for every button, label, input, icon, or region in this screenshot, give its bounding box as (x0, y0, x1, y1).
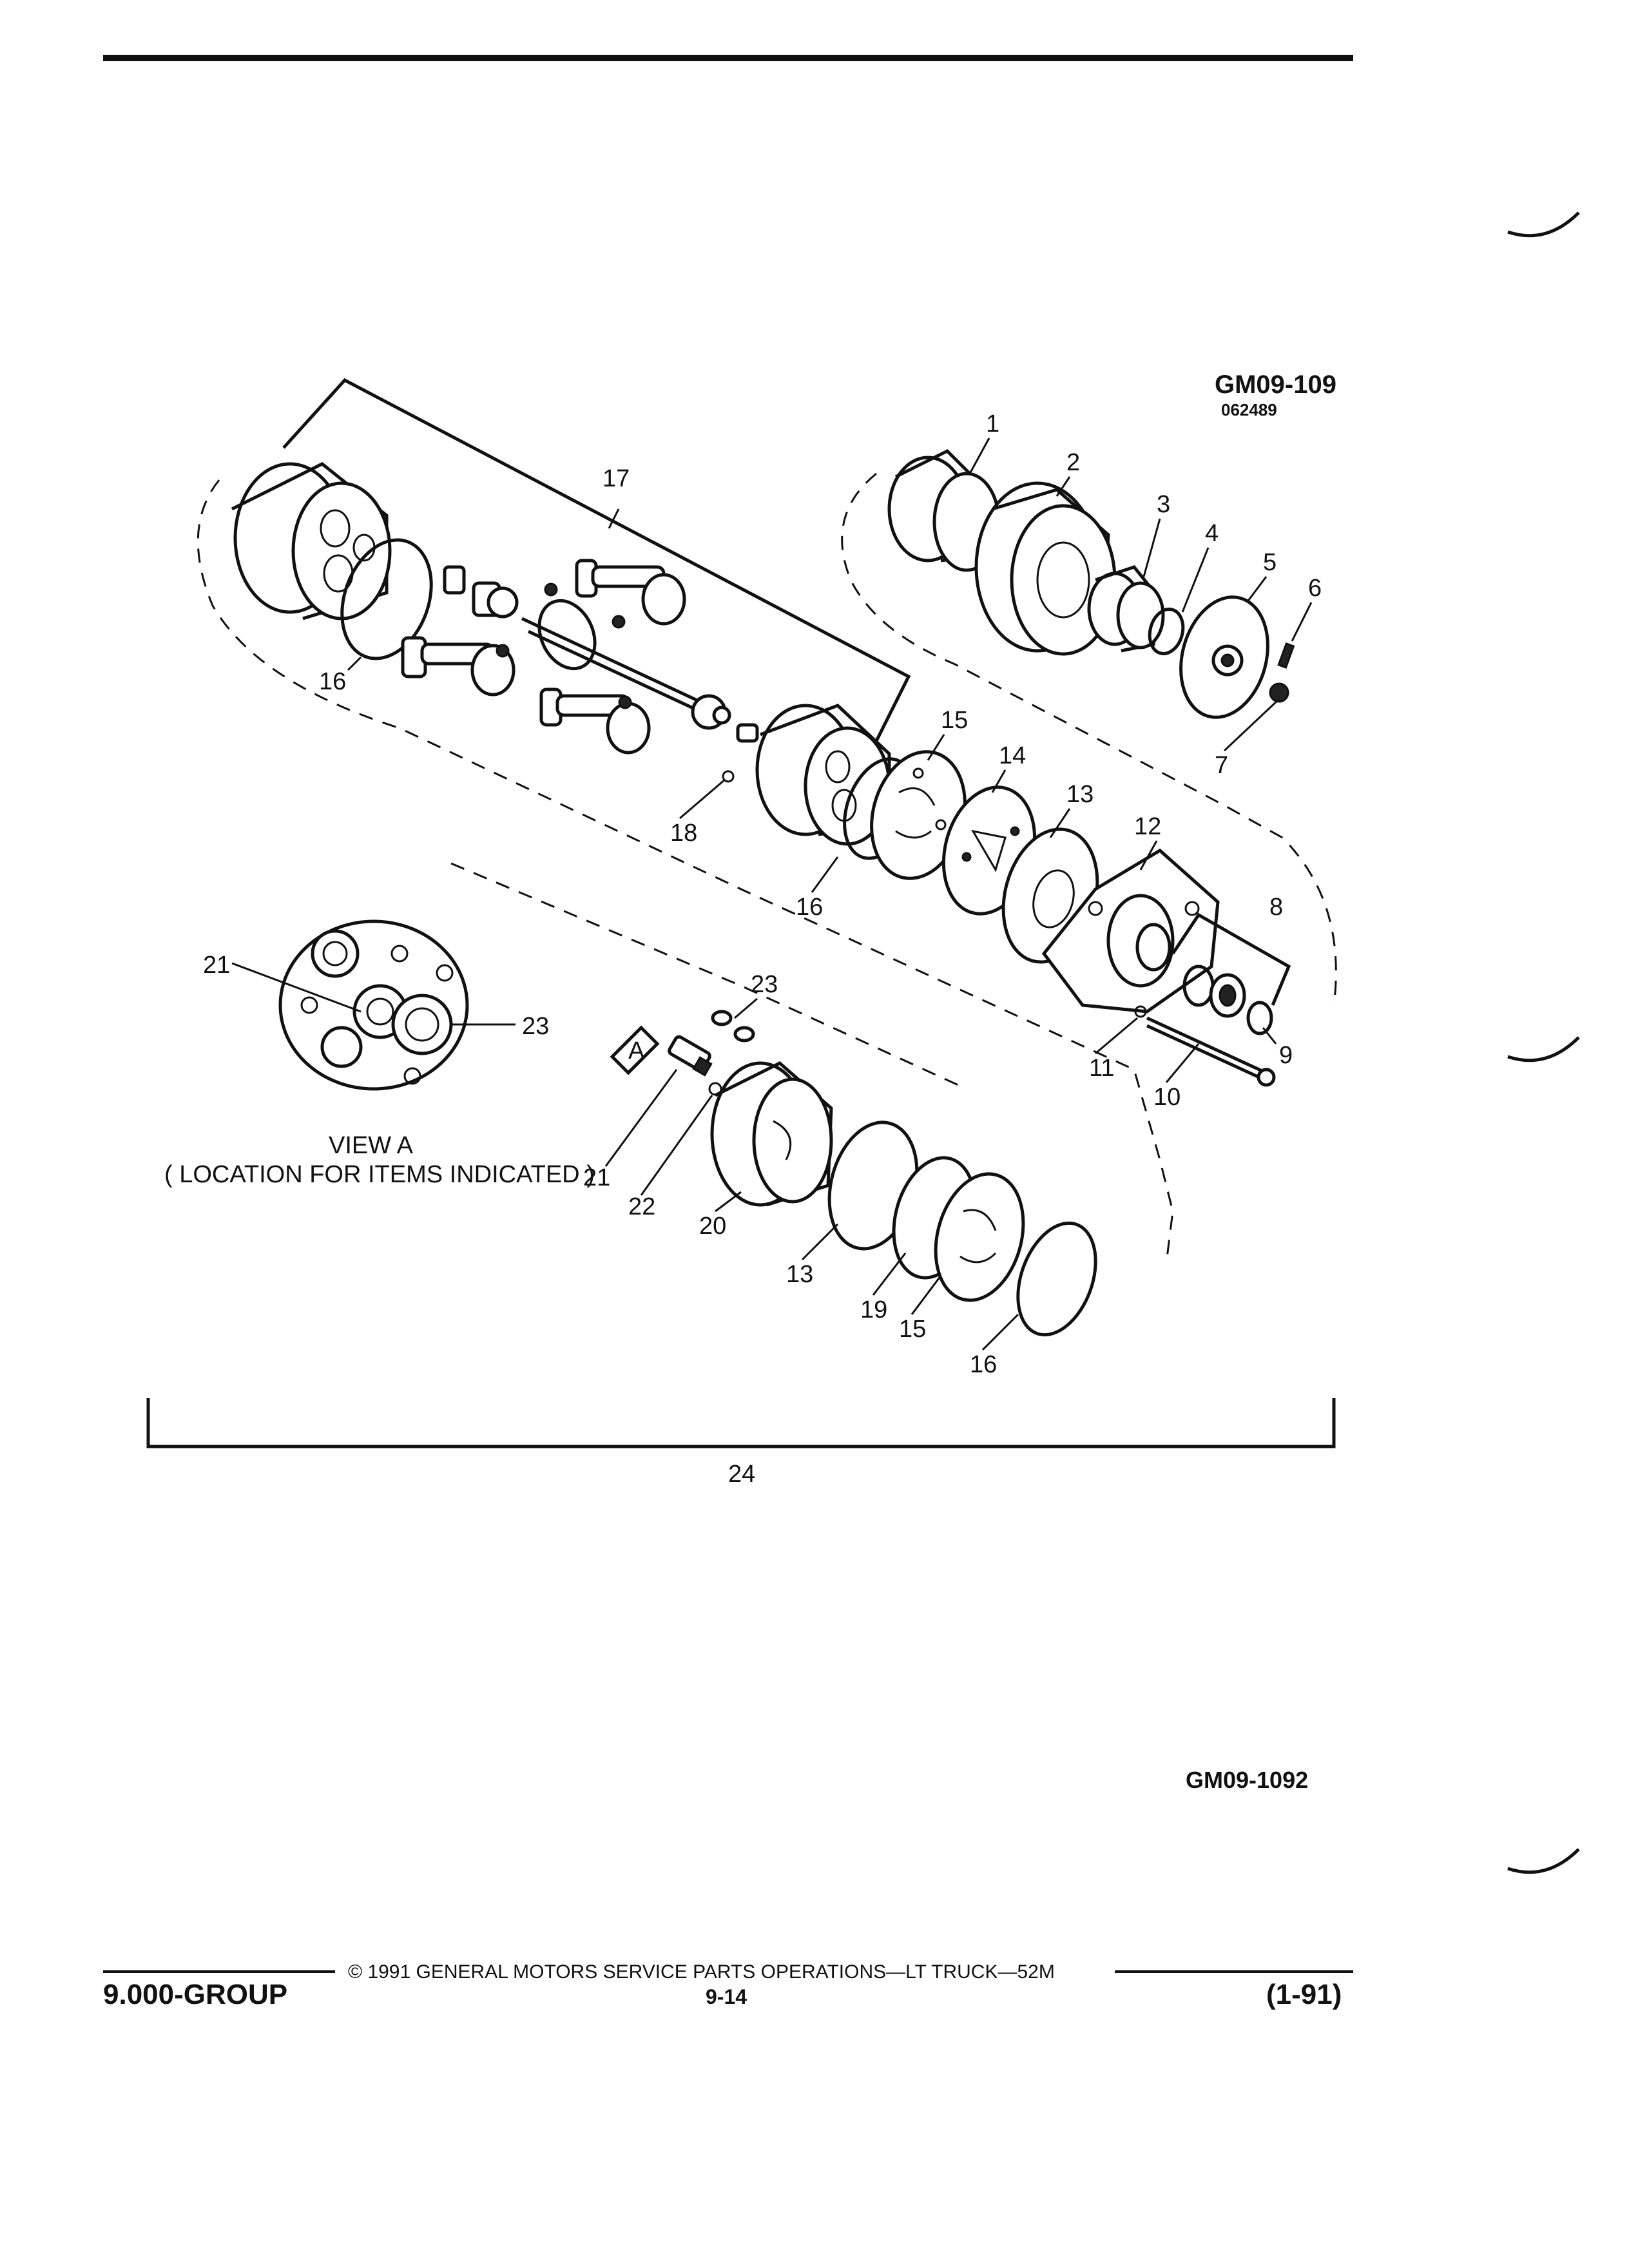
callout-2: 2 (1066, 449, 1080, 476)
ring-4 (1148, 608, 1185, 655)
switch-21 (668, 1035, 713, 1077)
callout-21b: 21 (583, 1164, 610, 1191)
callout-9: 9 (1279, 1042, 1293, 1069)
callout-13b: 13 (786, 1261, 813, 1288)
leader-12 (1139, 840, 1158, 870)
margin-mark-1 (1507, 211, 1580, 238)
bracket-24 (146, 1398, 1336, 1448)
dashed-envelope-left (197, 479, 1174, 1264)
nut-7 (1269, 682, 1289, 703)
shaft-10 (1146, 1016, 1276, 1087)
callout-16c: 16 (970, 1351, 997, 1378)
footer-group: 9.000-GROUP (103, 1979, 287, 2010)
footer-page-number: 9-14 (706, 1985, 747, 2008)
callout-20: 20 (699, 1213, 726, 1240)
rear-head-20 (710, 1061, 833, 1207)
seal-kit-8 (1171, 912, 1291, 1035)
callout-8: 8 (1269, 894, 1283, 921)
callout-11: 11 (1089, 1055, 1114, 1082)
bearing-3 (1087, 565, 1165, 653)
callout-5: 5 (1263, 549, 1277, 576)
o-ring-23-lower-b (733, 1026, 755, 1043)
hub-5 (1179, 595, 1269, 719)
dashed-envelope-right (841, 472, 1337, 1006)
footer-copyright: © 1991 GENERAL MOTORS SERVICE PARTS OPER… (348, 1961, 1055, 1983)
bracket-17 (282, 378, 911, 755)
callout-23a: 23 (751, 971, 778, 998)
front-cylinder-housing (755, 704, 891, 846)
rear-housing (231, 462, 392, 620)
dashed-envelope-lower (450, 862, 967, 1090)
callout-16a: 16 (319, 668, 346, 695)
callout-3: 3 (1157, 491, 1170, 518)
o-ring-23-lower-a (711, 1010, 733, 1026)
o-ring-16-lower (1016, 1221, 1097, 1337)
view-a-title: VIEW A (329, 1132, 414, 1159)
svg-text:A: A (628, 1037, 645, 1064)
callout-4: 4 (1205, 520, 1219, 547)
key-6 (1277, 642, 1295, 669)
top-rule (103, 55, 1353, 61)
callout-21a: 21 (203, 952, 230, 979)
callout-18: 18 (670, 820, 697, 847)
callout-19: 19 (860, 1296, 887, 1323)
margin-mark-3 (1507, 1848, 1580, 1874)
callout-22: 22 (628, 1193, 655, 1220)
figure-date-code: 062489 (1221, 400, 1277, 419)
leader-lines (604, 437, 1313, 1351)
callout-12: 12 (1134, 813, 1161, 840)
view-marker-a: A (610, 1025, 660, 1075)
margin-mark-2 (1507, 1036, 1580, 1062)
footer-revision: (1-91) (1266, 1979, 1342, 2010)
callout-24: 24 (728, 1461, 755, 1488)
o-ring-16-rear (340, 538, 433, 660)
piston-swashplate-group (401, 559, 759, 754)
callout-16b: 16 (796, 894, 823, 921)
figure-code-top: GM09-109 (1215, 370, 1336, 399)
callout-15b: 15 (899, 1316, 926, 1343)
callout-23b: 23 (522, 1013, 549, 1040)
callout-14: 14 (999, 742, 1026, 769)
callout-13a: 13 (1066, 781, 1094, 808)
figure-code-bottom: GM09-1092 (1186, 1767, 1308, 1793)
valve-plate-15-lower (934, 1172, 1025, 1302)
callout-10: 10 (1153, 1084, 1181, 1111)
callout-7: 7 (1215, 752, 1228, 779)
pin-18 (722, 770, 735, 783)
callout-17: 17 (602, 465, 630, 492)
ring-11 (1134, 1005, 1147, 1018)
callout-1: 1 (986, 410, 999, 437)
leader-17 (608, 508, 620, 529)
callout-15a: 15 (941, 707, 968, 734)
view-a-subtitle: ( LOCATION FOR ITEMS INDICATED ) (164, 1161, 595, 1188)
callout-6: 6 (1308, 575, 1322, 602)
view-a-detail (231, 919, 516, 1091)
front-head-12 (1041, 848, 1220, 1014)
